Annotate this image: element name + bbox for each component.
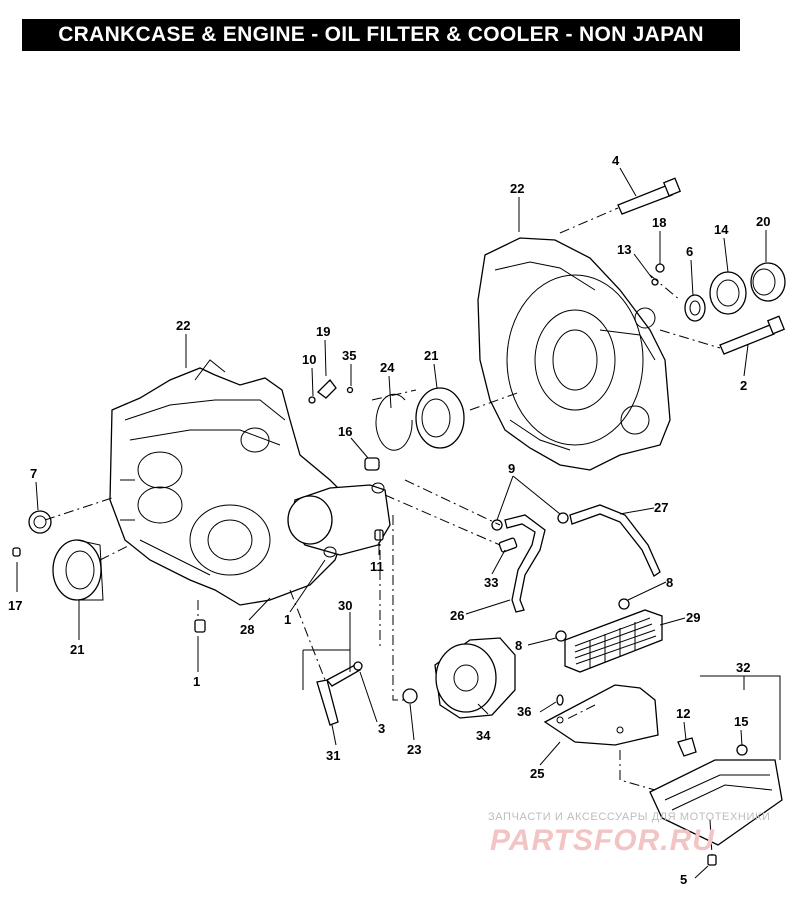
nut-15 bbox=[736, 744, 748, 756]
callout-21-left: 21 bbox=[70, 642, 84, 657]
callout-7: 7 bbox=[30, 466, 37, 481]
plug-13 bbox=[651, 278, 659, 286]
callout-6: 6 bbox=[686, 244, 693, 259]
callout-20: 20 bbox=[756, 214, 770, 229]
seal-6 bbox=[684, 294, 706, 322]
callout-4: 4 bbox=[612, 153, 620, 168]
oil-filter-34 bbox=[434, 637, 516, 719]
callout-23: 23 bbox=[407, 742, 421, 757]
watermark: ЗАПЧАСТИ И АКСЕССУАРЫ ДЛЯ МОТОТЕХНИКИ PA… bbox=[488, 811, 770, 857]
callout-1-case: 1 bbox=[284, 612, 291, 627]
link-31 bbox=[316, 679, 339, 726]
bearing-21-upper bbox=[415, 387, 465, 449]
dowel-18 bbox=[655, 263, 665, 273]
plug-1-lower bbox=[194, 619, 206, 633]
callout-22-top: 22 bbox=[510, 181, 524, 196]
callout-5: 5 bbox=[680, 872, 687, 887]
nipple-23 bbox=[402, 688, 418, 704]
callout-27: 27 bbox=[654, 500, 668, 515]
bolt-2 bbox=[719, 315, 786, 355]
callout-36: 36 bbox=[517, 704, 531, 719]
callout-16: 16 bbox=[338, 424, 352, 439]
callout-26: 26 bbox=[450, 608, 464, 623]
callout-10: 10 bbox=[302, 352, 316, 367]
assembly-lines bbox=[44, 207, 721, 856]
callout-12: 12 bbox=[676, 706, 690, 721]
callout-15: 15 bbox=[734, 714, 748, 729]
callout-18: 18 bbox=[652, 215, 666, 230]
callout-9: 9 bbox=[508, 461, 515, 476]
callout-8-upper: 8 bbox=[666, 575, 673, 590]
clip-12 bbox=[677, 737, 697, 757]
callout-labels: 4 22 18 13 6 14 20 22 19 10 35 24 21 2 1… bbox=[8, 153, 770, 887]
callout-14: 14 bbox=[714, 222, 729, 237]
callout-32: 32 bbox=[736, 660, 750, 675]
retaining-ring-24 bbox=[375, 393, 413, 451]
callout-28: 28 bbox=[240, 622, 254, 637]
bearing-7 bbox=[28, 510, 52, 534]
callout-leaders bbox=[16, 167, 781, 879]
dowel-16 bbox=[364, 457, 380, 471]
diagram-title: CRANKCASE & ENGINE - OIL FILTER & COOLER… bbox=[22, 19, 740, 51]
oil-pressure-sender-19 bbox=[308, 379, 354, 404]
callout-29: 29 bbox=[686, 610, 700, 625]
callout-2: 2 bbox=[740, 378, 747, 393]
watermark-tagline: ЗАПЧАСТИ И АКСЕССУАРЫ ДЛЯ МОТОТЕХНИКИ bbox=[488, 811, 770, 823]
callout-25: 25 bbox=[530, 766, 544, 781]
cooler-cover-32 bbox=[649, 759, 783, 846]
callout-30: 30 bbox=[338, 598, 352, 613]
bolt-4 bbox=[617, 177, 682, 215]
callout-21-top: 21 bbox=[424, 348, 438, 363]
fitting-33 bbox=[498, 537, 518, 553]
callout-11: 11 bbox=[370, 559, 384, 574]
callout-31: 31 bbox=[326, 748, 340, 763]
left-crankcase-half bbox=[109, 359, 356, 606]
callout-35: 35 bbox=[342, 348, 356, 363]
callout-24: 24 bbox=[380, 360, 395, 375]
callout-19: 19 bbox=[316, 324, 330, 339]
oil-hose-26 bbox=[504, 514, 546, 613]
callout-22-left: 22 bbox=[176, 318, 190, 333]
callout-8-lower: 8 bbox=[515, 638, 522, 653]
oil-filter-adapter bbox=[287, 482, 391, 558]
mounting-bracket-25 bbox=[543, 684, 659, 746]
right-crankcase-half bbox=[477, 237, 671, 471]
callout-3: 3 bbox=[378, 721, 385, 736]
dowel-11 bbox=[374, 529, 384, 541]
callout-34: 34 bbox=[476, 728, 491, 743]
screw-3 bbox=[353, 661, 363, 671]
callout-17: 17 bbox=[8, 598, 22, 613]
bearing-14 bbox=[709, 271, 747, 315]
bearing-race-20 bbox=[750, 262, 786, 302]
watermark-logo: PARTSFOR.RU bbox=[490, 824, 715, 857]
screw-36 bbox=[556, 694, 564, 706]
hose-clamp-8 bbox=[555, 598, 630, 642]
oil-cooler-29 bbox=[564, 609, 663, 673]
callout-33: 33 bbox=[484, 575, 498, 590]
callout-13: 13 bbox=[617, 242, 631, 257]
bearing-21-lower bbox=[52, 539, 104, 601]
callout-1-lower: 1 bbox=[193, 674, 200, 689]
oil-hose-27 bbox=[569, 504, 661, 577]
dowel-17 bbox=[12, 547, 21, 557]
